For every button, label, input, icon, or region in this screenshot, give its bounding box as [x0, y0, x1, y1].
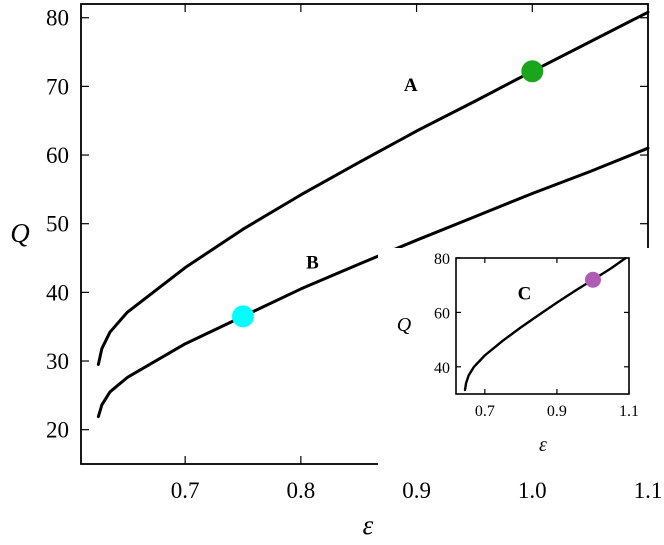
inset-y-tick-label: 60	[434, 305, 450, 322]
main-y-tick-label: 40	[46, 280, 69, 305]
inset-x-axis-title: ε	[539, 434, 547, 456]
main-y-axis-title: Q	[10, 218, 30, 248]
main-y-tick-label: 70	[46, 74, 69, 99]
inset-background	[378, 248, 656, 466]
main-annotations: AB	[306, 75, 418, 273]
inset-tick-labels: 0.7 0.9 1.1 40 60 80	[434, 251, 639, 420]
main-plot-frame	[80, 3, 649, 465]
main-markers	[232, 60, 544, 328]
main-y-tick-label: 60	[46, 143, 69, 168]
main-x-axis-title: ε	[363, 510, 374, 540]
main-y-tick-label: 20	[46, 418, 69, 443]
main-x-tick-label: 0.8	[286, 478, 315, 503]
main-x-tick-label: 1.1	[634, 478, 663, 503]
main-tick-labels: 0.7 0.8 0.9 1.0 1.1 20 30 40 50 60 70 80	[46, 6, 662, 503]
inset-y-axis-title: Q	[397, 314, 412, 336]
main-y-tick-label: 30	[46, 349, 69, 374]
inset-x-tick-label: 1.1	[619, 403, 639, 420]
inset-annotations: C	[518, 284, 532, 305]
inset-y-tick-label: 40	[434, 360, 450, 377]
inset-y-tick-label: 80	[434, 251, 450, 268]
inset-plot: 0.7 0.9 1.1 40 60 80 C ε Q	[378, 248, 656, 466]
inset-markers	[584, 271, 601, 288]
main-x-tick-label: 0.7	[171, 478, 200, 503]
main-curve-b	[96, 146, 650, 419]
main-marker-a	[521, 60, 544, 83]
main-curve-label-a: A	[404, 75, 418, 96]
main-curve-label-b: B	[306, 252, 319, 273]
main-y-tick-label: 50	[46, 212, 69, 237]
inset-curve-label-c: C	[518, 284, 532, 305]
main-marker-b	[232, 305, 254, 328]
main-x-tick-label: 1.0	[518, 478, 547, 503]
inset-ticks	[456, 257, 630, 394]
inset-x-tick-label: 0.9	[547, 403, 567, 420]
main-x-tick-label: 0.9	[402, 478, 431, 503]
inset-marker-c	[584, 271, 601, 288]
inset-plot-frame	[455, 257, 630, 395]
inset-x-tick-label: 0.7	[475, 403, 495, 420]
main-y-tick-label: 80	[46, 6, 69, 31]
